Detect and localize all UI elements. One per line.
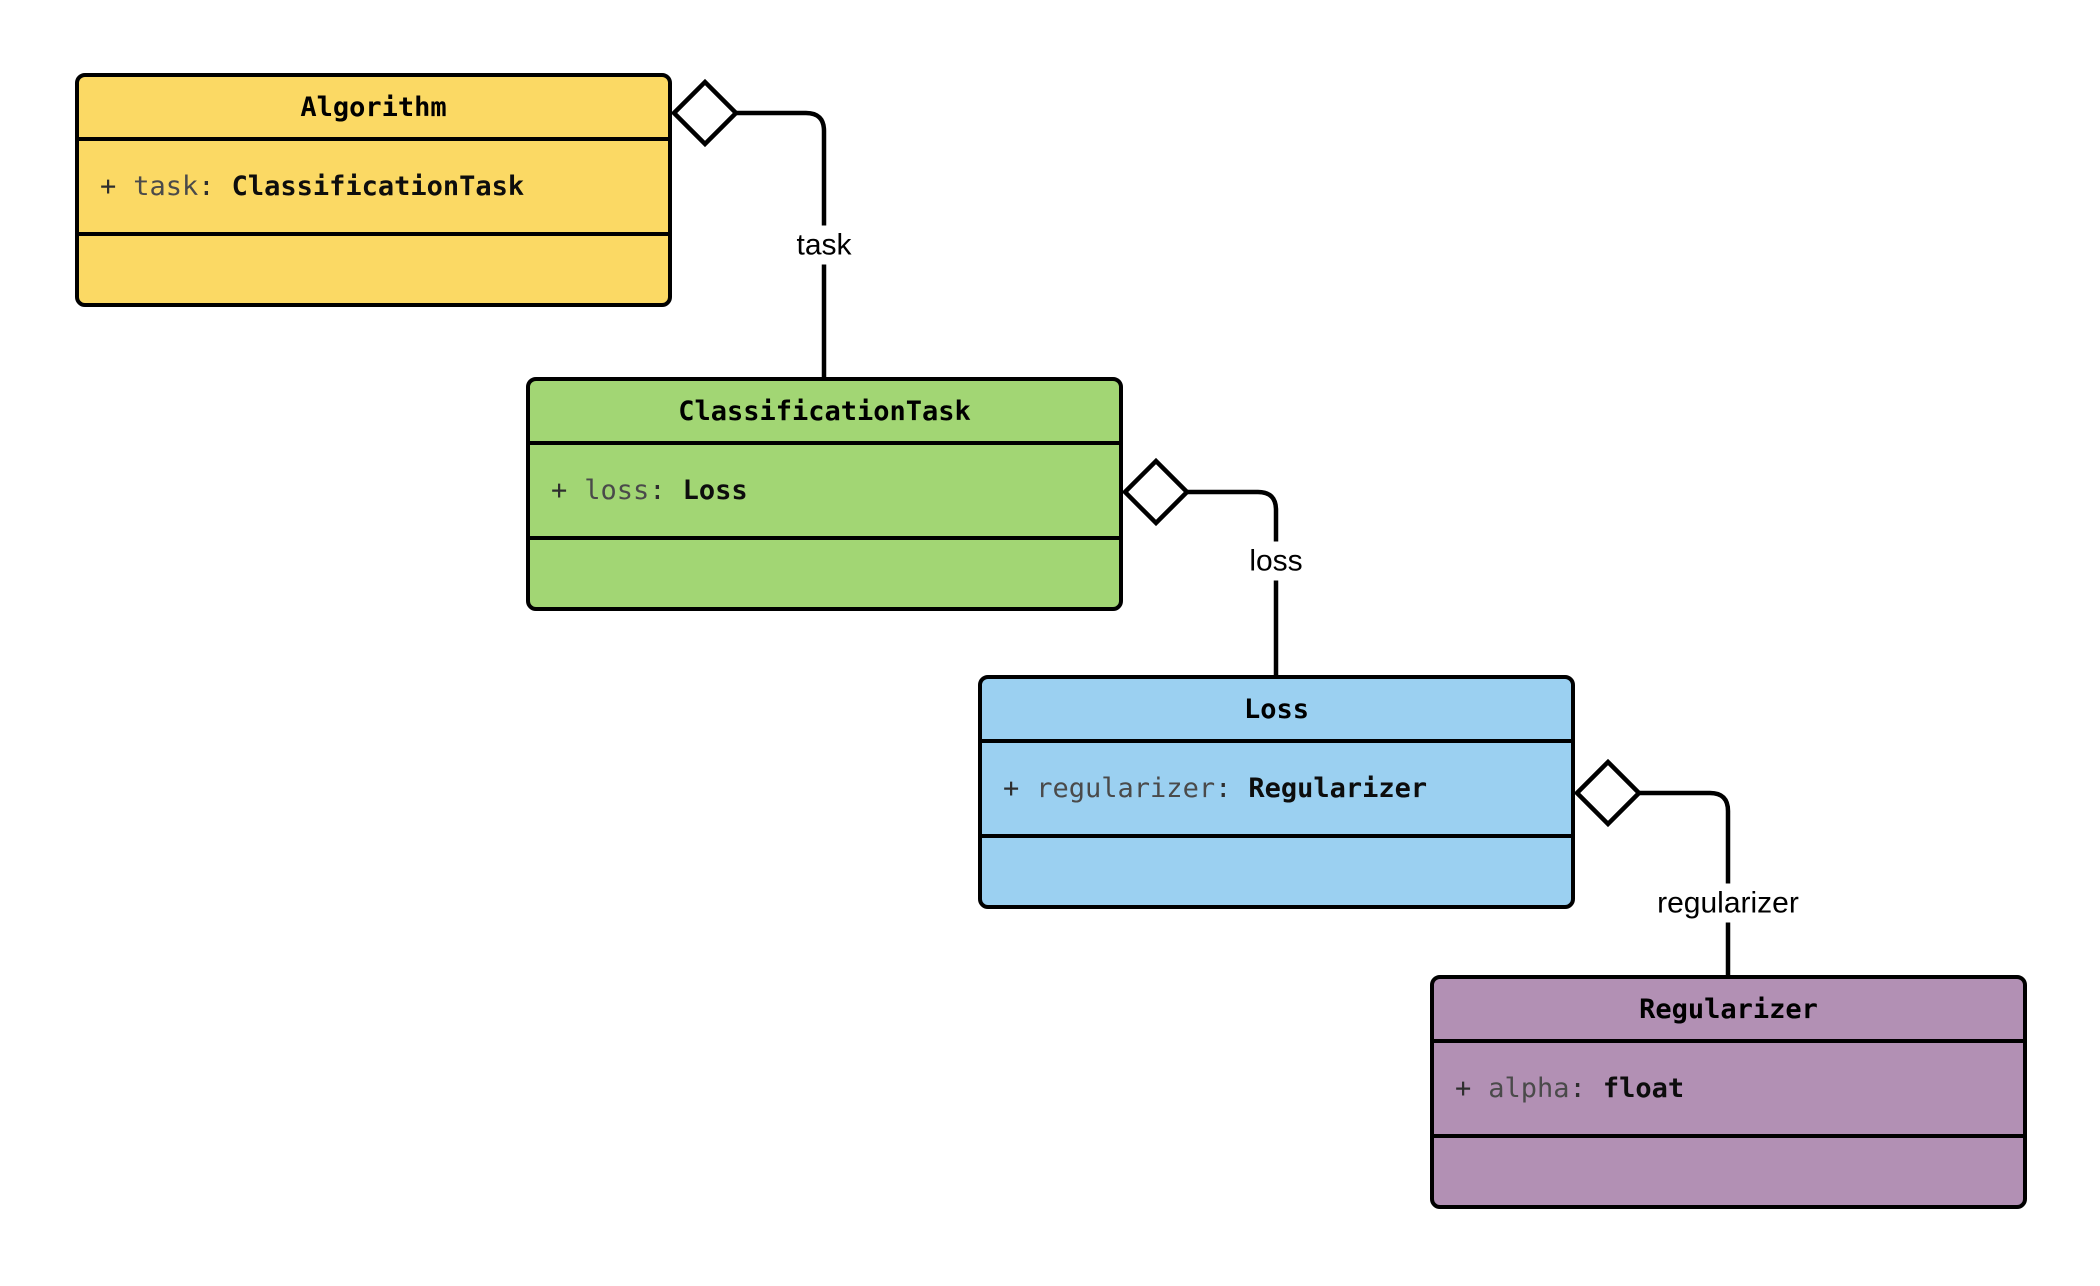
attribute-type: float <box>1602 1073 1685 1104</box>
class-box-regularizer: Regularizer + alpha : float <box>1430 975 2027 1209</box>
attribute-visibility: + <box>100 171 117 202</box>
attribute-type: Loss <box>682 475 748 506</box>
aggregation-diamond-task-icon <box>670 78 740 148</box>
edge-task-line <box>736 110 827 377</box>
attribute-type: ClassificationTask <box>231 171 525 202</box>
attribute-colon: : <box>649 475 666 506</box>
class-methods-compartment-empty <box>530 540 1119 607</box>
attribute-colon: : <box>1569 1073 1586 1104</box>
aggregation-diamond-regularizer-icon <box>1573 758 1643 828</box>
class-box-classificationtask: ClassificationTask + loss : Loss <box>526 377 1123 611</box>
attribute-name: loss <box>584 475 650 506</box>
edge-label-loss: loss <box>1241 541 1311 581</box>
edge-loss-line <box>1187 489 1279 675</box>
class-attributes-compartment: + regularizer : Regularizer <box>982 743 1571 838</box>
class-box-algorithm: Algorithm + task : ClassificationTask <box>75 73 672 307</box>
class-box-loss: Loss + regularizer : Regularizer <box>978 675 1575 909</box>
attribute-name: task <box>133 171 199 202</box>
edge-label-task: task <box>788 225 860 265</box>
class-title: ClassificationTask <box>530 381 1119 445</box>
class-methods-compartment-empty <box>982 838 1571 905</box>
class-attributes-compartment: + alpha : float <box>1434 1043 2023 1138</box>
aggregation-diamond-loss-icon <box>1121 457 1191 527</box>
attribute-colon: : <box>198 171 215 202</box>
class-title: Algorithm <box>79 77 668 141</box>
attribute-colon: : <box>1215 773 1232 804</box>
edge-regularizer-line <box>1639 790 1731 975</box>
class-attributes-compartment: + loss : Loss <box>530 445 1119 540</box>
class-attributes-compartment: + task : ClassificationTask <box>79 141 668 236</box>
attribute-name: regularizer <box>1036 773 1216 804</box>
attribute-name: alpha <box>1488 1073 1570 1104</box>
class-methods-compartment-empty <box>1434 1138 2023 1205</box>
class-methods-compartment-empty <box>79 236 668 303</box>
edge-label-regularizer: regularizer <box>1649 883 1807 923</box>
attribute-type: Regularizer <box>1248 773 1428 804</box>
attribute-visibility: + <box>551 475 568 506</box>
attribute-visibility: + <box>1003 773 1020 804</box>
class-title: Loss <box>982 679 1571 743</box>
class-title: Regularizer <box>1434 979 2023 1043</box>
attribute-visibility: + <box>1455 1073 1472 1104</box>
